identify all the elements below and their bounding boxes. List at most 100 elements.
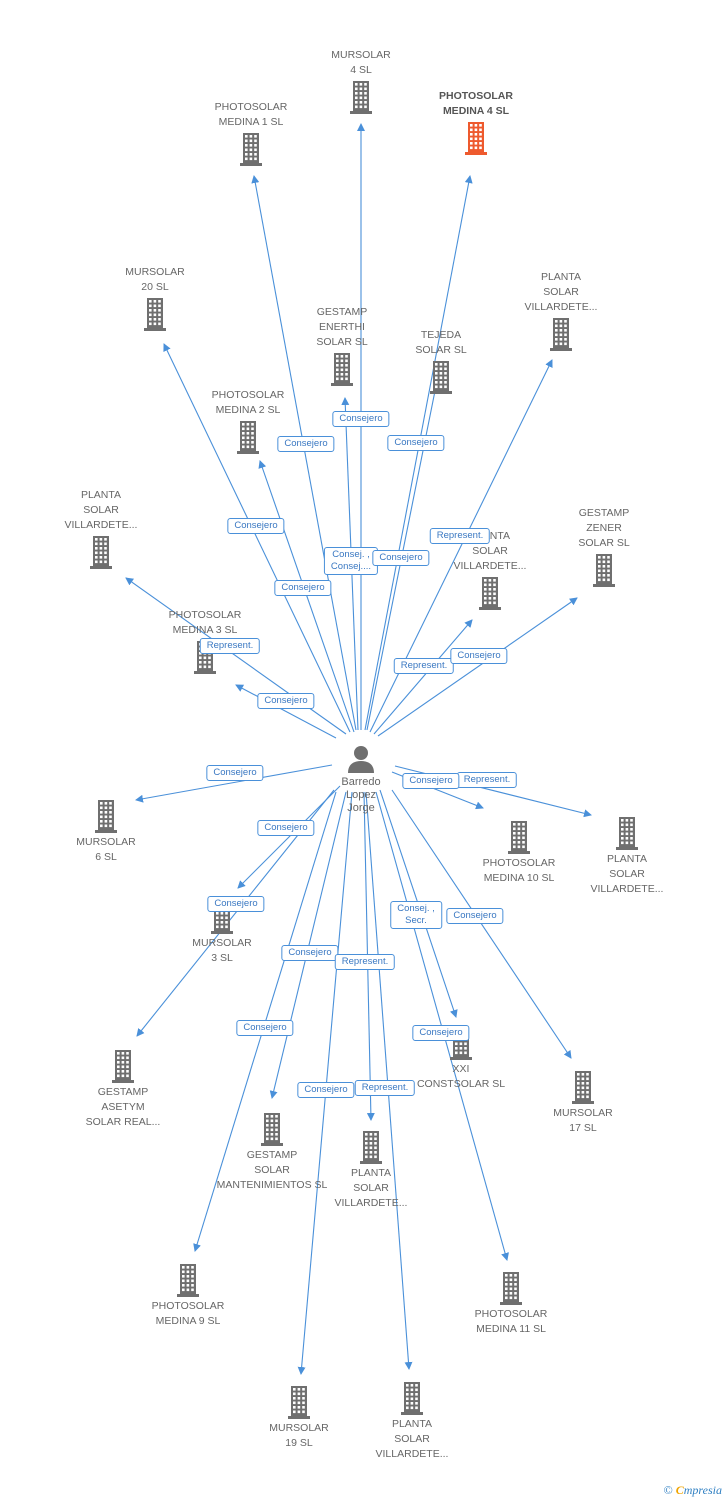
company-label: MURSOLAR 3 SL — [192, 937, 252, 964]
company-planta-solar-villardete-c[interactable]: PLANTA SOLAR VILLARDETE... — [415, 529, 565, 612]
person-node[interactable]: Barredo Lopez Jorge — [306, 742, 416, 815]
role-tag[interactable]: Consejero — [236, 1020, 294, 1036]
role-tag[interactable]: Consejero — [372, 550, 430, 566]
role-tag[interactable]: Consejero — [274, 580, 332, 596]
building-icon — [31, 799, 181, 833]
person-name: Barredo Lopez Jorge — [341, 776, 381, 814]
building-icon — [48, 1049, 198, 1083]
role-tag[interactable]: Consejero — [297, 1082, 355, 1098]
role-tag[interactable]: Consejero — [207, 896, 265, 912]
relationship-edge — [163, 343, 351, 733]
role-tag[interactable]: Consejero — [332, 411, 390, 427]
relationship-edge — [373, 619, 473, 735]
role-tag[interactable]: Represent. — [456, 772, 518, 788]
brand-name: mpresia — [683, 1483, 722, 1497]
company-label: PHOTOSOLAR MEDINA 1 SL — [214, 101, 288, 128]
company-mursolar-19[interactable]: MURSOLAR 19 SL — [224, 1383, 374, 1451]
role-tag[interactable]: Consejero — [446, 908, 504, 924]
footer-brand: © Cmpresia — [664, 1483, 722, 1498]
company-gestamp-enerthi[interactable]: GESTAMP ENERTHI SOLAR SL — [267, 305, 417, 388]
building-icon — [80, 297, 230, 331]
building-icon — [337, 1381, 487, 1415]
company-mursolar-20[interactable]: MURSOLAR 20 SL — [80, 265, 230, 333]
relationship-edge — [251, 175, 357, 731]
company-label: PHOTOSOLAR MEDINA 4 SL — [439, 90, 513, 117]
role-tag[interactable]: Consejero — [227, 518, 285, 534]
company-mursolar-3[interactable]: MURSOLAR 3 SL — [147, 898, 297, 966]
company-label: PHOTOSOLAR MEDINA 9 SL — [151, 1300, 225, 1327]
company-label: PLANTA SOLAR VILLARDETE... — [64, 489, 138, 531]
building-icon — [224, 1385, 374, 1419]
company-planta-solar-villardete-d[interactable]: PLANTA SOLAR VILLARDETE... — [552, 814, 702, 897]
company-mursolar-17[interactable]: MURSOLAR 17 SL — [508, 1068, 658, 1136]
company-label: MURSOLAR 6 SL — [76, 836, 136, 863]
company-label: PLANTA SOLAR VILLARDETE... — [334, 1167, 408, 1209]
company-label: GESTAMP ZENER SOLAR SL — [578, 507, 630, 549]
company-label: GESTAMP SOLAR MANTENIMIENTOS SL — [216, 1149, 328, 1191]
building-icon — [415, 576, 565, 610]
building-icon — [508, 1070, 658, 1104]
building-icon — [296, 1130, 446, 1164]
company-gestamp-solar-mantenimientos[interactable]: GESTAMP SOLAR MANTENIMIENTOS SL — [197, 1110, 347, 1193]
company-photosolar-medina-11[interactable]: PHOTOSOLAR MEDINA 11 SL — [436, 1269, 586, 1337]
brand-initial: C — [675, 1483, 684, 1497]
relationship-edge — [366, 365, 443, 731]
company-planta-solar-villardete-b[interactable]: PLANTA SOLAR VILLARDETE... — [26, 488, 176, 571]
building-icon — [286, 80, 436, 114]
role-tag[interactable]: Consejero — [257, 820, 315, 836]
role-tag[interactable]: Consejero — [402, 773, 460, 789]
company-mursolar-4[interactable]: MURSOLAR 4 SL — [286, 48, 436, 116]
role-tag[interactable]: Represent. — [429, 528, 491, 544]
role-tag[interactable]: Represent. — [334, 954, 396, 970]
role-tag[interactable]: Consejero — [277, 436, 335, 452]
role-tag[interactable]: Consejero — [387, 435, 445, 451]
relationship-edge — [258, 460, 355, 733]
company-label: MURSOLAR 20 SL — [125, 266, 185, 293]
company-planta-solar-villardete-f[interactable]: PLANTA SOLAR VILLARDETE... — [337, 1379, 487, 1462]
company-photosolar-medina-10[interactable]: PHOTOSOLAR MEDINA 10 SL — [444, 818, 594, 886]
relationship-edge — [135, 764, 333, 803]
building-icon — [366, 360, 516, 394]
relationship-edge — [364, 175, 473, 731]
company-photosolar-medina-9[interactable]: PHOTOSOLAR MEDINA 9 SL — [113, 1261, 263, 1329]
company-gestamp-zener[interactable]: GESTAMP ZENER SOLAR SL — [529, 506, 679, 589]
company-mursolar-6[interactable]: MURSOLAR 6 SL — [31, 797, 181, 865]
role-tag[interactable]: Consej. , Consej.... — [323, 547, 379, 575]
role-tag[interactable]: Consej. , Secr. — [390, 901, 442, 929]
company-label: MURSOLAR 19 SL — [269, 1422, 329, 1449]
company-label: PLANTA SOLAR VILLARDETE... — [524, 271, 598, 313]
company-label: GESTAMP ENERTHI SOLAR SL — [316, 306, 368, 348]
company-label: PLANTA SOLAR VILLARDETE... — [375, 1418, 449, 1460]
company-label: PLANTA SOLAR VILLARDETE... — [590, 853, 664, 895]
building-icon — [113, 1263, 263, 1297]
role-tag[interactable]: Consejero — [257, 693, 315, 709]
relationship-edge — [235, 684, 337, 739]
brand-logo: Cmpresia — [676, 1483, 722, 1497]
building-icon — [267, 352, 417, 386]
company-photosolar-medina-1[interactable]: PHOTOSOLAR MEDINA 1 SL — [176, 100, 326, 168]
role-tag[interactable]: Consejero — [281, 945, 339, 961]
company-label: XXI CONSTSOLAR SL — [416, 1063, 506, 1090]
company-photosolar-medina-4[interactable]: PHOTOSOLAR MEDINA 4 SL — [401, 89, 551, 157]
building-icon — [173, 420, 323, 454]
role-tag[interactable]: Consejero — [450, 648, 508, 664]
person-icon — [348, 746, 374, 773]
role-tag[interactable]: Represent. — [354, 1080, 416, 1096]
building-icon — [176, 132, 326, 166]
company-planta-solar-villardete-e[interactable]: PLANTA SOLAR VILLARDETE... — [296, 1128, 446, 1211]
copyright-symbol: © — [663, 1483, 673, 1497]
company-label: MURSOLAR 17 SL — [553, 1107, 613, 1134]
role-tag[interactable]: Consejero — [412, 1025, 470, 1041]
role-tag[interactable]: Represent. — [393, 658, 455, 674]
building-icon — [552, 816, 702, 850]
company-label: PHOTOSOLAR MEDINA 10 SL — [482, 857, 556, 884]
role-tag[interactable]: Represent. — [199, 638, 261, 654]
company-photosolar-medina-2[interactable]: PHOTOSOLAR MEDINA 2 SL — [173, 388, 323, 456]
company-gestamp-asetym[interactable]: GESTAMP ASETYM SOLAR REAL... — [48, 1047, 198, 1130]
company-label: TEJEDA SOLAR SL — [415, 329, 467, 356]
relationship-edge — [391, 789, 572, 1059]
building-icon — [26, 535, 176, 569]
role-tag[interactable]: Consejero — [206, 765, 264, 781]
company-planta-solar-villardete-a[interactable]: PLANTA SOLAR VILLARDETE... — [486, 270, 636, 353]
company-tejeda-solar[interactable]: TEJEDA SOLAR SL — [366, 328, 516, 396]
